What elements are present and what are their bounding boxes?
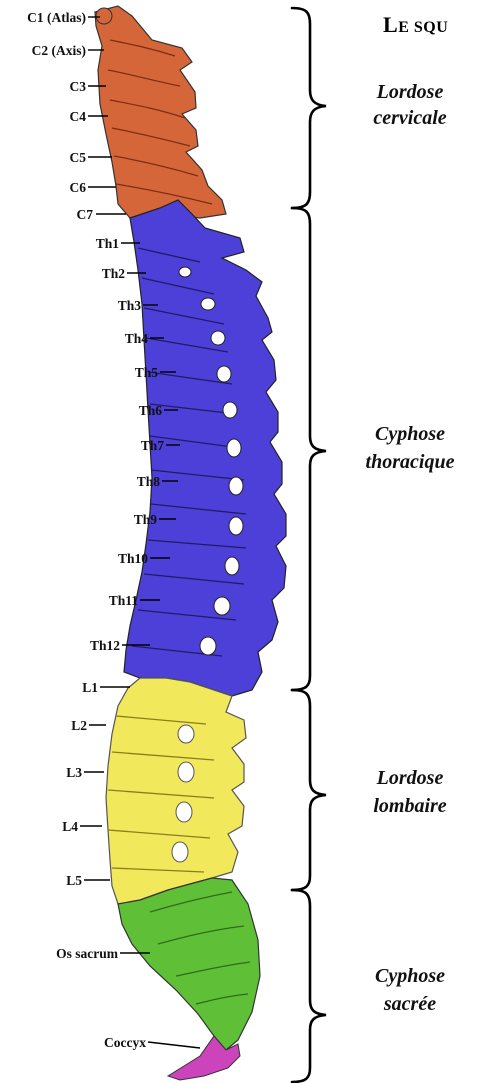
region-lumbar-line1: Lordose [376, 767, 444, 789]
sacrum [118, 878, 260, 1050]
region-thoracic-line1: Cyphose [375, 423, 445, 445]
label-th12: Th12 [90, 638, 120, 653]
lumbar-vertebrae [106, 678, 246, 904]
region-sacral-line2: sacrée [383, 993, 436, 1015]
label-th1: Th1 [96, 236, 120, 251]
brace-thoracic [292, 208, 326, 690]
brace-lumbar [292, 690, 326, 890]
label-coccyx: Coccyx [104, 1035, 146, 1050]
region-lumbar-line2: lombaire [373, 795, 446, 817]
brace-cervical [292, 8, 326, 208]
label-c1: C1 (Atlas) [27, 10, 86, 25]
brace-sacral [292, 890, 326, 1082]
label-th7: Th7 [141, 438, 165, 453]
label-l4: L4 [62, 819, 78, 834]
region-sacral-line1: Cyphose [375, 965, 445, 987]
label-l5: L5 [66, 873, 82, 888]
label-c6: C6 [70, 180, 87, 195]
cervical-vertebrae [95, 6, 226, 218]
label-sacrum: Os sacrum [56, 946, 119, 961]
label-c4: C4 [70, 109, 87, 124]
label-c5: C5 [70, 150, 87, 165]
cervical-spine-shape [95, 6, 226, 218]
region-braces [292, 8, 326, 1082]
label-c2: C2 (Axis) [32, 43, 86, 58]
label-th6: Th6 [139, 403, 163, 418]
label-c3: C3 [70, 79, 87, 94]
label-th4: Th4 [125, 331, 149, 346]
label-c7: C7 [77, 207, 94, 222]
atlas-shape [96, 8, 112, 24]
label-th5: Th5 [135, 365, 159, 380]
label-th9: Th9 [134, 512, 158, 527]
label-l2: L2 [71, 718, 87, 733]
label-l1: L1 [82, 680, 98, 695]
label-l3: L3 [66, 765, 82, 780]
region-cervical-line2: cervicale [373, 107, 446, 129]
label-th8: Th8 [137, 474, 161, 489]
label-th3: Th3 [118, 298, 142, 313]
region-thoracic-line2: thoracique [366, 451, 455, 473]
label-th10: Th10 [118, 551, 148, 566]
region-cervical-line1: Lordose [376, 81, 444, 103]
label-th2: Th2 [102, 266, 126, 281]
label-th11: Th11 [109, 593, 139, 608]
region-labels: Lordose cervicale Cyphose thoracique Lor… [366, 81, 455, 1015]
